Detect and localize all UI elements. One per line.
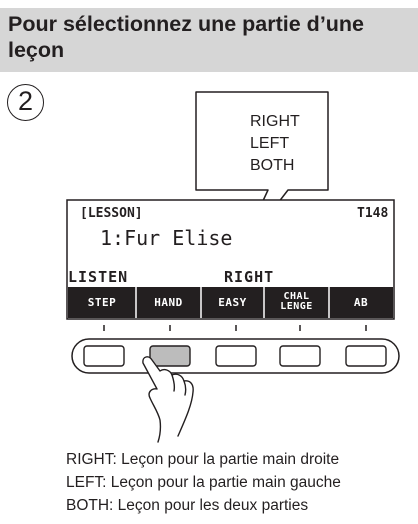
function-button-2[interactable] — [149, 345, 191, 367]
callout-option-both: BOTH — [250, 157, 295, 174]
description-right: RIGHT: Leçon pour la partie main droite — [66, 451, 340, 468]
function-button-5[interactable] — [345, 345, 387, 367]
lcd-tempo: T148 — [357, 206, 389, 221]
softkey-challenge[interactable]: CHAL LENGE — [280, 291, 313, 312]
description-both: BOTH: Leçon pour les deux parties — [66, 497, 309, 514]
lcd-status-listen: LISTEN — [68, 268, 129, 286]
button-tick-marks — [103, 325, 367, 331]
function-button-3[interactable] — [215, 345, 257, 367]
section-title: Pour sélectionnez une partie d’une leçon — [8, 12, 365, 62]
function-button-4[interactable] — [279, 345, 321, 367]
softkey-ab[interactable]: AB — [353, 295, 369, 309]
softkey-step[interactable]: STEP — [87, 295, 117, 309]
callout-option-left: LEFT — [250, 135, 290, 152]
description-left: LEFT: Leçon pour la partie main gauche — [66, 474, 341, 491]
lcd-song-name: 1:Fur Elise — [100, 226, 233, 250]
section-header — [0, 8, 418, 72]
step-number-badge: 2 — [7, 84, 44, 121]
callout-option-right: RIGHT — [250, 113, 300, 130]
hand-pointer — [142, 356, 194, 443]
function-button-1[interactable] — [83, 345, 125, 367]
softkey-hand[interactable]: HAND — [154, 295, 183, 309]
lcd-mode-label: [LESSON] — [80, 206, 143, 221]
softkey-separators — [135, 287, 330, 318]
softkey-bar — [68, 287, 393, 318]
softkey-easy[interactable]: EASY — [218, 295, 247, 309]
lcd-part-value: RIGHT — [224, 268, 275, 286]
